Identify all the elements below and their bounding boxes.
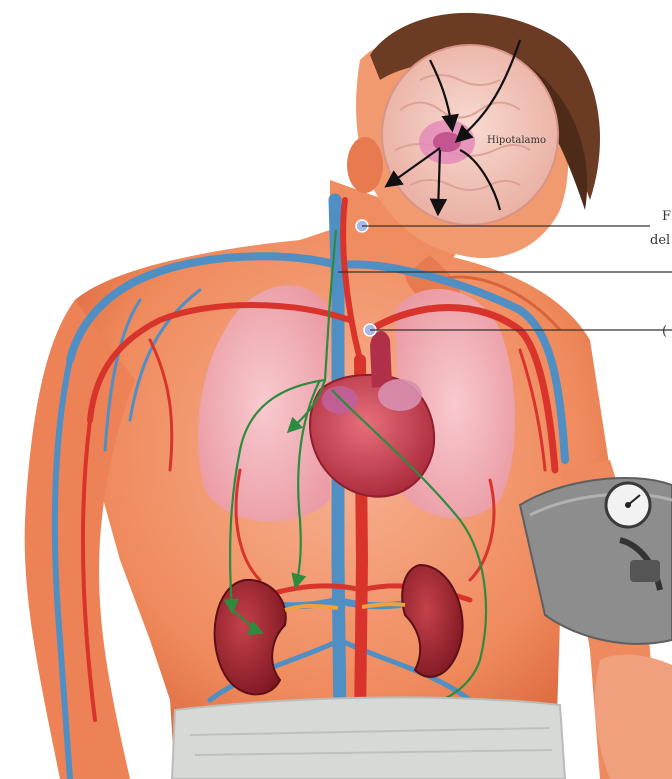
right-label-3: ( bbox=[662, 324, 667, 339]
hand bbox=[595, 655, 672, 779]
left-kidney bbox=[215, 580, 286, 695]
right-label-1-line1: F bbox=[662, 209, 671, 224]
hypothalamus-label: Hipotalamo bbox=[487, 135, 546, 146]
ear bbox=[347, 137, 383, 193]
pants bbox=[172, 697, 565, 779]
right-label-1-line2: del bbox=[650, 233, 670, 248]
